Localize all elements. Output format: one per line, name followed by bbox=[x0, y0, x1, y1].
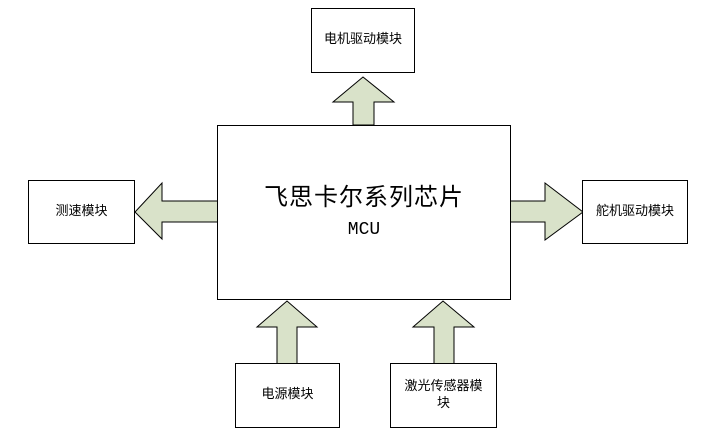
arrow-to-servo-driver bbox=[509, 181, 584, 241]
arrow-from-laser-sensor bbox=[411, 300, 476, 365]
arrow-from-power bbox=[255, 300, 319, 365]
mcu-subtitle: MCU bbox=[347, 220, 381, 241]
speed-module: 测速模块 bbox=[28, 180, 135, 244]
power-module-label: 电源模块 bbox=[261, 387, 314, 403]
power-module: 电源模块 bbox=[235, 363, 340, 428]
laser-sensor-module: 激光传感器模块 bbox=[390, 363, 497, 428]
motor-driver-label: 电机驱动模块 bbox=[323, 32, 402, 48]
servo-driver-module: 舵机驱动模块 bbox=[582, 180, 688, 244]
mcu-title: 飞思卡尔系列芯片 bbox=[264, 183, 464, 212]
speed-module-label: 测速模块 bbox=[55, 203, 108, 219]
motor-driver-module: 电机驱动模块 bbox=[311, 8, 415, 73]
arrow-to-motor-driver bbox=[331, 76, 396, 126]
arrow-to-speed-module bbox=[134, 181, 219, 241]
laser-sensor-label: 激光传感器模块 bbox=[404, 378, 483, 411]
servo-driver-label: 舵机驱动模块 bbox=[595, 203, 674, 219]
mcu-block: 飞思卡尔系列芯片 MCU bbox=[217, 125, 511, 300]
